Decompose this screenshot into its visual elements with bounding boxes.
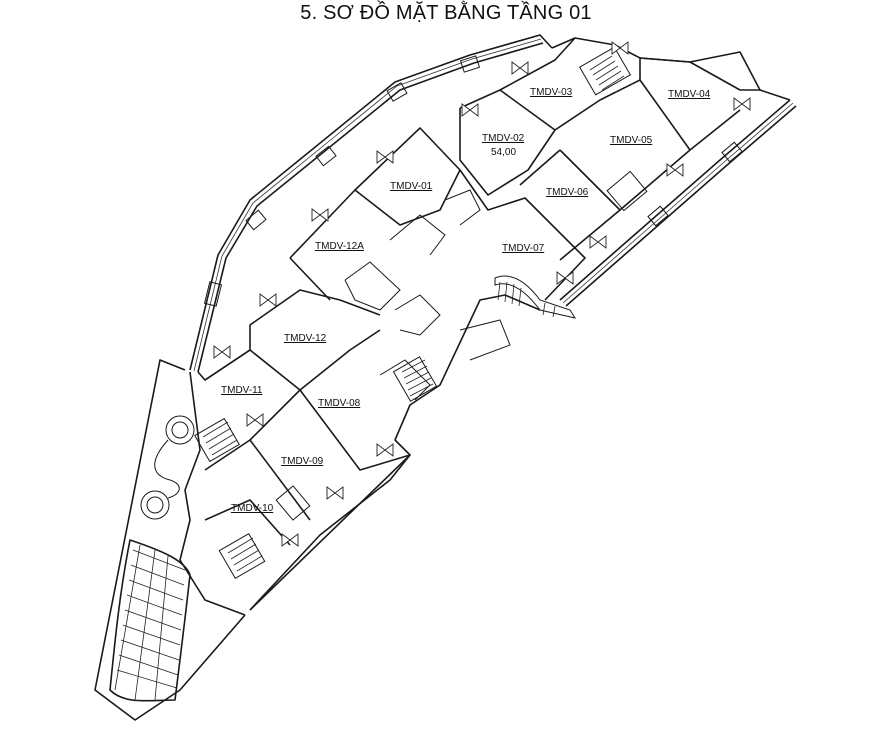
curved-stair-treads — [114, 544, 186, 701]
unit-label-tmdv-11: TMDV-11 — [221, 385, 263, 396]
curved-stair — [109, 539, 191, 702]
unit-label-tmdv-05: TMDV-05 — [610, 135, 653, 146]
unit-label-tmdv-03: TMDV-03 — [530, 87, 573, 98]
unit-label-tmdv-10: TMDV-10 — [231, 503, 274, 514]
landscape-zone — [94, 359, 246, 721]
facade-pier — [315, 145, 337, 167]
unit-label-tmdv-02: TMDV-02 — [482, 133, 525, 144]
doors — [213, 41, 751, 547]
page-title: 5. SƠ ĐỒ MẶT BẰNG TẦNG 01 — [300, 2, 592, 24]
stair-core-center — [392, 356, 438, 402]
facade-pier — [647, 205, 669, 227]
facade-pier — [203, 281, 223, 307]
facade-pier — [721, 141, 743, 163]
planter-circle — [140, 490, 170, 520]
stair-core-north — [578, 46, 632, 96]
unit-label-tmdv-06: TMDV-06 — [546, 187, 589, 198]
unit-label-tmdv-09: TMDV-09 — [281, 456, 324, 467]
facade-pier — [386, 82, 408, 102]
stair-core-south — [218, 532, 266, 580]
facade-pier — [245, 209, 267, 231]
building-outline — [179, 37, 791, 616]
unit-label-tmdv-01: TMDV-01 — [390, 181, 433, 192]
unit-label-tmdv-04: TMDV-04 — [668, 89, 711, 100]
facade-pier — [459, 55, 481, 73]
core — [344, 189, 511, 401]
stair-core-west — [194, 417, 240, 463]
unit-area-tmdv-02: 54,00 — [491, 147, 516, 158]
facade-southeast — [559, 99, 797, 307]
unit-label-tmdv-12: TMDV-12 — [284, 333, 327, 344]
unit-label-tmdv-12a: TMDV-12A — [315, 241, 364, 252]
planter-circle — [165, 415, 195, 445]
unit-labels: TMDV-01 TMDV-02 54,00 TMDV-03 TMDV-04 TM… — [221, 87, 711, 514]
unit-label-tmdv-07: TMDV-07 — [502, 243, 545, 254]
unit-label-tmdv-08: TMDV-08 — [318, 398, 361, 409]
unit-partitions — [204, 37, 760, 546]
facade-northwest — [189, 34, 553, 373]
shaft — [606, 170, 648, 212]
stair-east-entry — [494, 275, 577, 319]
shaft — [275, 485, 311, 521]
